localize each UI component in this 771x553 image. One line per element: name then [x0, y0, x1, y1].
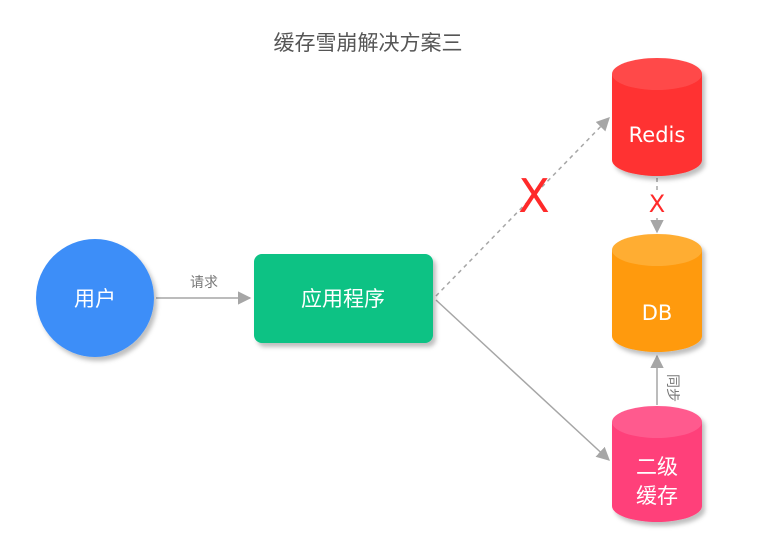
edge-app-to-redis: X	[435, 117, 610, 297]
node-user	[36, 239, 154, 357]
node-redis-label: Redis	[629, 123, 686, 147]
node-cache2-label-line2: 缓存	[636, 484, 678, 508]
node-db-label: DB	[642, 301, 673, 325]
node-cache2	[612, 406, 702, 522]
edge-app-to-cache2	[435, 299, 610, 461]
edge-request-label: 请求	[190, 275, 218, 291]
edge-request: 请求	[156, 275, 252, 305]
edge-sync-label: 同步	[664, 374, 680, 402]
edge-cache2-to-db: 同步	[650, 354, 680, 405]
failure-mark-app-redis: X	[518, 169, 550, 223]
failure-mark-redis-db: X	[649, 190, 665, 218]
node-app-label: 应用程序	[301, 287, 385, 311]
node-db	[612, 234, 702, 352]
diagram-title: 缓存雪崩解决方案三	[274, 31, 463, 55]
edge-redis-to-db: X	[647, 178, 667, 234]
node-cache2-label-line1: 二级	[636, 455, 678, 479]
node-app	[254, 254, 433, 343]
node-user-label: 用户	[74, 287, 116, 311]
node-redis	[612, 58, 702, 176]
